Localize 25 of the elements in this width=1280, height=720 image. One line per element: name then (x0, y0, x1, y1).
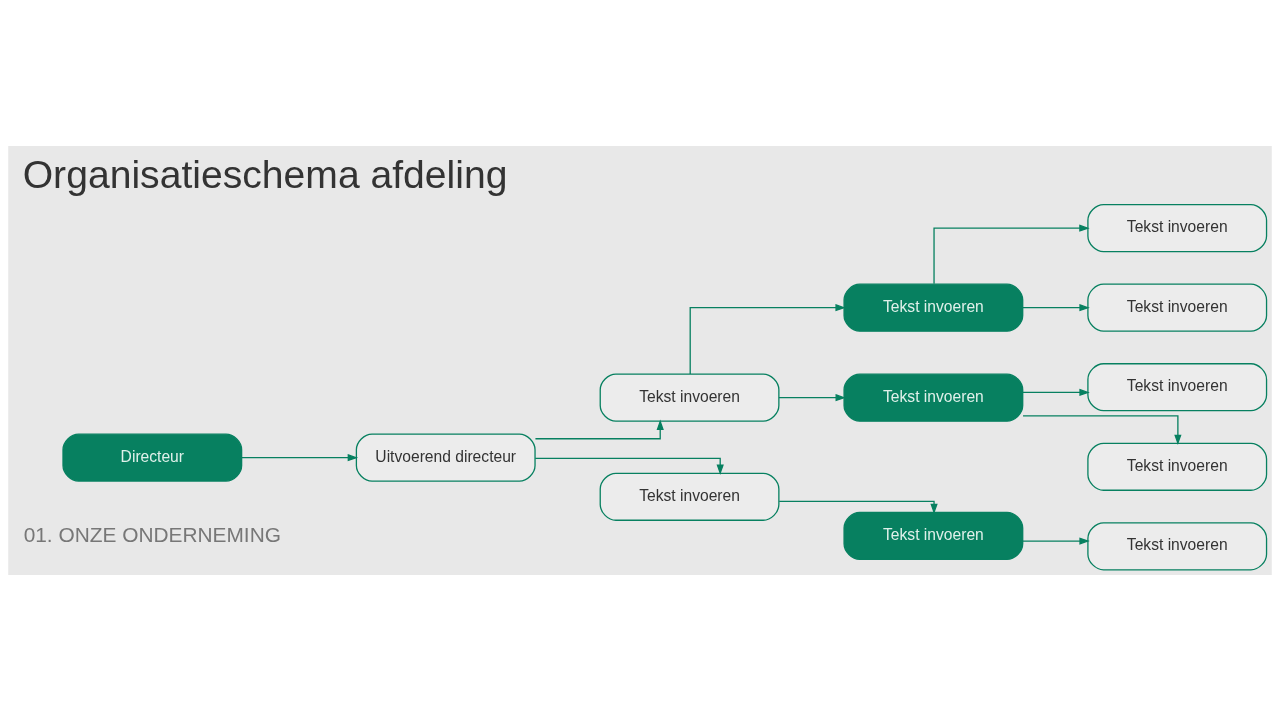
node-box: Tekst invoeren (1087, 442, 1268, 491)
arrow (933, 224, 1090, 284)
arrow (241, 453, 359, 461)
arrow (1022, 303, 1090, 311)
arrow (1022, 536, 1090, 545)
node-box: Tekst invoeren (843, 511, 1024, 560)
arrow (1022, 388, 1090, 396)
arrow (1022, 414, 1182, 445)
arrow (778, 500, 938, 514)
label: 01. ONZE ONDERNEMING (23, 522, 281, 546)
node-box: Tekst invoeren (1087, 521, 1268, 570)
arrow (778, 393, 846, 401)
node-box: Tekst invoeren (1087, 203, 1268, 252)
node-box: Tekst invoeren (843, 373, 1024, 422)
arrow (534, 419, 664, 439)
node-box: Tekst invoeren (1087, 362, 1268, 411)
node-box: Uitvoerend directeur (355, 433, 536, 482)
node-box: Tekst invoeren (599, 373, 780, 422)
node-box: Tekst invoeren (843, 283, 1024, 332)
arrow (689, 303, 846, 375)
arrow (534, 457, 724, 475)
node-box: Tekst invoeren (1087, 283, 1268, 332)
node-box: Directeur (62, 433, 243, 482)
diagram-title: Organisatieschema afdeling (22, 152, 508, 196)
node-box: Tekst invoeren (599, 472, 780, 521)
